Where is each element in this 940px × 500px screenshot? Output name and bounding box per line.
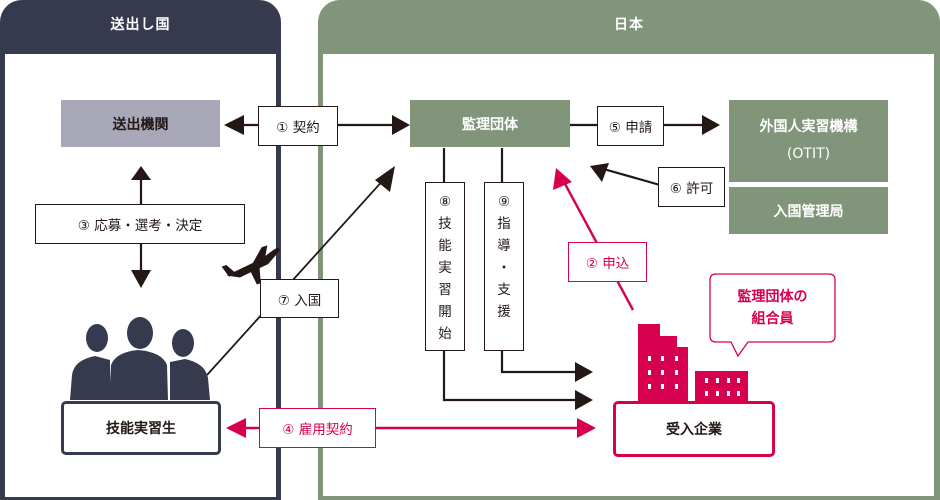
arrowhead: [577, 418, 596, 438]
arrowhead: [590, 163, 609, 182]
step-4-employment-contract: ④ 雇用契約: [259, 408, 376, 448]
host-company: 受入企業: [613, 401, 775, 457]
arrowhead: [375, 166, 395, 192]
member-bubble-text: 監理団体の 組合員: [710, 276, 835, 340]
otit-name: 外国人実習機構: [759, 119, 858, 135]
sending-country-title: 送出し国: [110, 17, 171, 33]
step-6-permission: ⑥ 許可: [658, 167, 725, 207]
step-8-char: 始: [438, 326, 452, 342]
step-9-char: 支: [497, 282, 511, 298]
step-8-char: ⑧: [438, 194, 452, 210]
step-2-request: ② 申込: [568, 242, 647, 282]
step-8-char: 開: [438, 304, 452, 320]
arrowhead: [131, 270, 151, 288]
otit-box: 外国人実習機構 (OTIT): [729, 100, 888, 182]
step-8-char: 能: [438, 238, 452, 254]
step-8-training-start: ⑧ 技 能 実 習 開 始: [425, 182, 465, 351]
japan-title: 日本: [614, 17, 644, 33]
step-3-selection: ③ 応募・選考・決定: [35, 204, 245, 244]
step-8-char: 習: [438, 282, 452, 298]
otit-abbrev: (OTIT): [786, 146, 831, 162]
member-bubble-line1: 監理団体の: [737, 289, 808, 305]
step-7-entry: ⑦ 入国: [260, 279, 339, 318]
people-silhouette-icon: [70, 317, 210, 400]
member-bubble-shape: [709, 273, 836, 358]
arrowhead: [224, 115, 244, 135]
step-9-char: 導: [497, 238, 511, 254]
step-1-contract: ① 契約: [258, 106, 338, 146]
arrowhead: [226, 418, 246, 438]
step-9-char: ・: [497, 260, 511, 276]
step-9-char: 指: [497, 216, 511, 232]
arrowhead: [392, 115, 410, 135]
step-9-char: ⑨: [497, 194, 511, 210]
permit-line: [599, 166, 661, 187]
sending-organization: 送出機関: [61, 100, 220, 147]
arrowhead: [575, 362, 593, 382]
entry-line: [206, 176, 387, 376]
arrowhead: [553, 168, 572, 190]
technical-intern-trainee: 技能実習生: [61, 401, 221, 455]
step-9-char: 援: [497, 304, 511, 320]
step-9-guidance-support: ⑨ 指 導 ・ 支 援: [484, 182, 524, 351]
step-8-char: 実: [438, 260, 452, 276]
supervising-organization: 監理団体: [410, 100, 570, 147]
arrowhead: [131, 166, 151, 180]
step-8-char: 技: [438, 216, 452, 232]
step-5-application: ⑤ 申請: [597, 106, 664, 146]
arrowhead: [702, 115, 720, 135]
member-bubble-line2: 組合員: [751, 311, 794, 327]
arrowhead: [575, 390, 593, 410]
airplane-icon: [221, 245, 280, 285]
immigration-bureau: 入国管理局: [729, 187, 888, 234]
